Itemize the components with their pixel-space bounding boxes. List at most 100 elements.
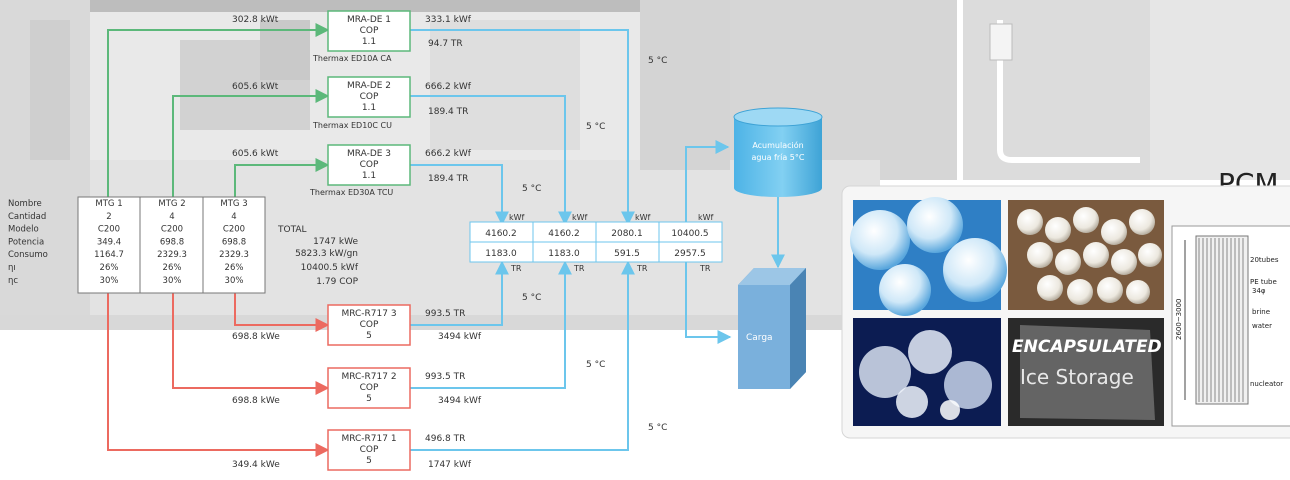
schematic-label-nucleator: nucleator xyxy=(1250,380,1283,388)
white-nodules-photo xyxy=(1008,200,1164,310)
table-row-label: ηc xyxy=(8,276,18,286)
summary-kwf-value: 2080.1 xyxy=(611,229,643,239)
mra-temp: 5 °C xyxy=(522,184,541,194)
table-cell: C200 xyxy=(161,225,183,235)
load-label: Carga xyxy=(746,333,773,343)
mrc-name: MRC-R717 2 xyxy=(341,372,396,382)
mrc-temp: 5 °C xyxy=(522,293,541,303)
mra-output-kwf: 666.2 kWf xyxy=(425,82,472,92)
mrc-cop-label: COP xyxy=(360,320,379,330)
electric-lines xyxy=(107,290,330,457)
schematic-label-diameter: 34φ xyxy=(1252,287,1266,295)
table-cell: C200 xyxy=(98,225,120,235)
mrc-temp: 5 °C xyxy=(586,360,605,370)
summary-box: 4160.2kWf4160.2kWf2080.1kWf10400.5kWf118… xyxy=(469,213,723,273)
table-row-label: Consumo xyxy=(8,250,48,260)
mra-output-kwf: 333.1 kWf xyxy=(425,15,472,25)
mrc-cop: 5 xyxy=(366,394,372,404)
total-consumption: 5823.3 kW/gn xyxy=(295,249,358,259)
table-cell: 26% xyxy=(225,263,244,273)
pcm-photo-panel: ENCAPSULATED Ice Storage 20tubes PE tube… xyxy=(841,185,1290,439)
mrc-r717-1: MRC-R717 1 COP 5 349.4 kWe 496.8 TR 1747… xyxy=(232,423,667,471)
table-cell: C200 xyxy=(223,225,245,235)
table-row-label: Modelo xyxy=(8,225,39,235)
mra-model: Thermax ED10A CA xyxy=(312,54,392,63)
cold-water-tank: Acumulación agua fría 5°C xyxy=(733,107,823,197)
mrc-input: 698.8 kWe xyxy=(232,396,280,406)
table-cell: 26% xyxy=(163,263,182,273)
mrc-output-tr: 993.5 TR xyxy=(425,372,465,382)
mra-name: MRA-DE 2 xyxy=(347,81,391,91)
mra-temp: 5 °C xyxy=(648,56,667,66)
table-cell: 4 xyxy=(169,212,174,222)
mra-model: Thermax ED10C CU xyxy=(312,121,392,130)
summary-tr-unit: TR xyxy=(636,264,648,273)
mra-name: MRA-DE 1 xyxy=(347,15,391,25)
mra-output-tr: 189.4 TR xyxy=(428,174,468,184)
table-cell: 2329.3 xyxy=(219,250,249,260)
mra-cop: 1.1 xyxy=(362,37,376,47)
mra-output-tr: 189.4 TR xyxy=(428,107,468,117)
mra-input: 605.6 kWt xyxy=(232,82,279,92)
table-row-label: Nombre xyxy=(8,199,42,209)
summary-kwf-unit: kWf xyxy=(698,213,714,222)
mra-input: 605.6 kWt xyxy=(232,149,279,159)
table-cell: MTG 2 xyxy=(158,199,185,209)
mra-input: 302.8 kWt xyxy=(232,15,279,25)
mra-output-kwf: 666.2 kWf xyxy=(425,149,472,159)
mrc-r717-3: MRC-R717 3 COP 5 698.8 kWe 993.5 TR 3494… xyxy=(232,293,541,346)
total-power: 1747 kWe xyxy=(313,237,358,247)
blue-nodules-photo xyxy=(850,197,1007,316)
table-cell: 2 xyxy=(106,212,111,222)
schematic-label-pe-tube: PE tube xyxy=(1250,278,1277,286)
summary-kwf-unit: kWf xyxy=(635,213,651,222)
total-cooling: 10400.5 kWf xyxy=(301,263,359,273)
mrc-output-kwf: 3494 kWf xyxy=(438,332,482,342)
mrc-r717-2: MRC-R717 2 COP 5 698.8 kWe 993.5 TR 3494… xyxy=(232,360,605,409)
mra-de-3: MRA-DE 3 COP 1.1 Thermax ED30A TCU 605.6… xyxy=(232,144,541,197)
tank-label-line2: agua fría 5°C xyxy=(752,153,805,162)
table-cell: 26% xyxy=(100,263,119,273)
mrc-name: MRC-R717 3 xyxy=(341,309,396,319)
mra-de-1: MRA-DE 1 COP 1.1 Thermax ED10A CA 302.8 … xyxy=(232,10,667,66)
summary-tr-unit: TR xyxy=(510,264,522,273)
mrc-temp: 5 °C xyxy=(648,423,667,433)
mra-cop: 1.1 xyxy=(362,171,376,181)
mra-cop-label: COP xyxy=(360,26,379,36)
schematic-label-brine: brine xyxy=(1252,308,1270,316)
schematic-label-water: water xyxy=(1252,322,1272,330)
schematic-label-tubes: 20tubes xyxy=(1250,256,1279,264)
tank-label-line1: Acumulación xyxy=(752,140,803,150)
load-block: Carga xyxy=(738,268,806,389)
mrc-cop: 5 xyxy=(366,456,372,466)
summary-tr-value: 1183.0 xyxy=(548,249,580,259)
mra-name: MRA-DE 3 xyxy=(347,149,391,159)
mra-cop-label: COP xyxy=(360,92,379,102)
table-cell: 698.8 xyxy=(160,237,184,247)
summary-tr-value: 591.5 xyxy=(614,249,640,259)
mrc-output-tr: 496.8 TR xyxy=(425,434,465,444)
heat-flow-lines xyxy=(107,23,330,200)
summary-kwf-unit: kWf xyxy=(509,213,525,222)
table-cell: 30% xyxy=(225,276,244,286)
mrc-input: 698.8 kWe xyxy=(232,332,280,342)
summary-tr-unit: TR xyxy=(699,264,711,273)
mra-output-tr: 94.7 TR xyxy=(428,39,463,49)
total-cop: 1.79 COP xyxy=(316,277,358,287)
mrc-name: MRC-R717 1 xyxy=(341,434,396,444)
mrc-cop: 5 xyxy=(366,331,372,341)
encapsulated-ice-photo: ENCAPSULATED Ice Storage xyxy=(1008,318,1164,426)
table-cell: 1164.7 xyxy=(94,250,124,260)
encapsulated-caption: ENCAPSULATED xyxy=(1012,337,1162,357)
mra-model: Thermax ED30A TCU xyxy=(309,188,393,197)
table-cell: MTG 1 xyxy=(95,199,122,209)
ice-storage-caption: Ice Storage xyxy=(1020,365,1134,389)
table-cell: 698.8 xyxy=(222,237,246,247)
mrc-output-kwf: 1747 kWf xyxy=(428,460,472,470)
mra-temp: 5 °C xyxy=(586,122,605,132)
total-label: TOTAL xyxy=(277,225,307,235)
table-cell: 4 xyxy=(231,212,236,222)
